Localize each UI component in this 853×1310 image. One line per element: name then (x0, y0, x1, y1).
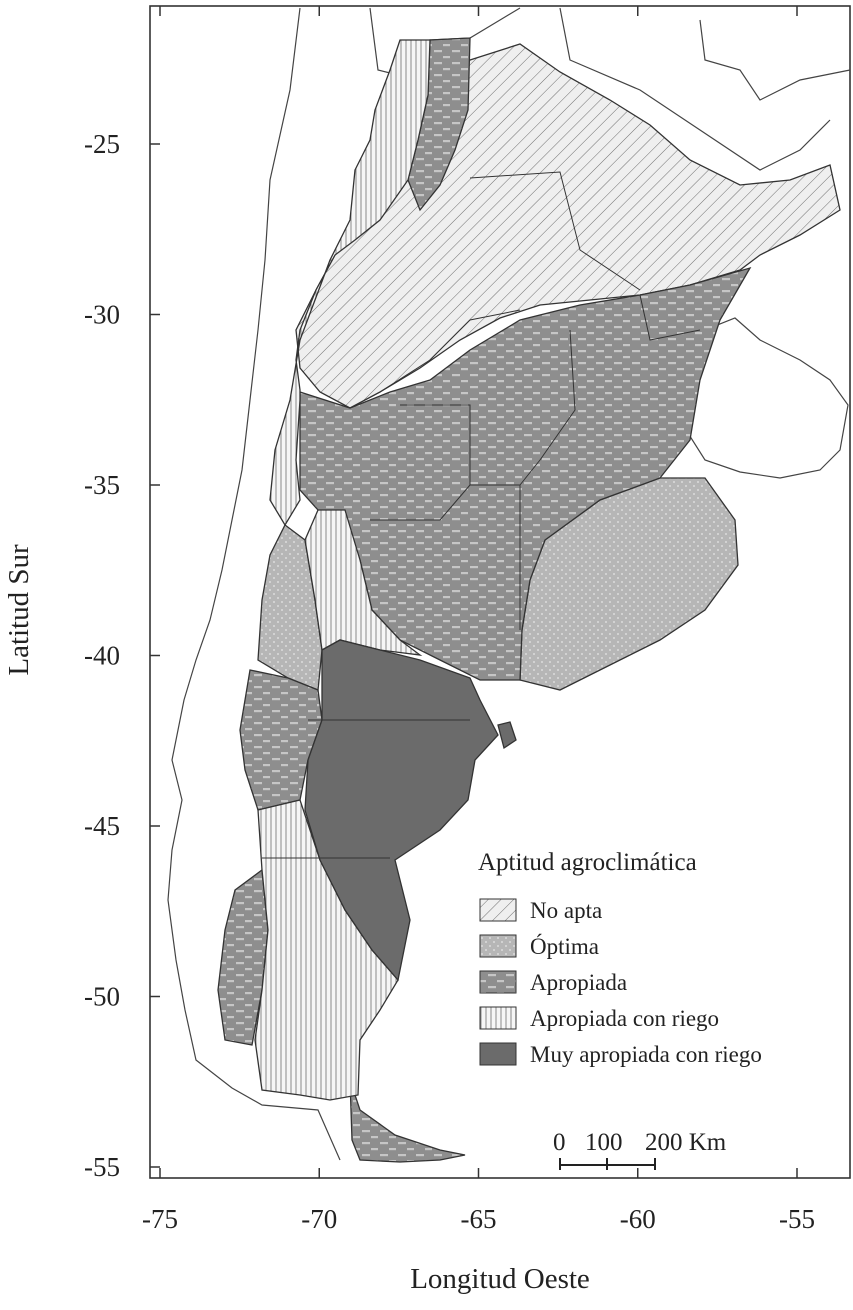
province-boundaries (262, 171, 701, 859)
paraguay-border (559, 7, 831, 171)
aptitude-regions (217, 37, 841, 1163)
legend-label: Apropiada con riego (530, 1006, 719, 1031)
scale-label-0: 0 (553, 1129, 566, 1156)
x-tick-label: -75 (142, 1204, 178, 1234)
legend-swatch-apropiada (479, 970, 517, 994)
scale-label-100: 100 (585, 1129, 623, 1156)
province-line (639, 294, 701, 341)
province-line (519, 329, 576, 486)
region-muy-apropiada-con-riego (304, 639, 499, 982)
y-tick-label: -30 (84, 300, 120, 330)
region-apropiada-tierra-del-fuego (349, 1079, 466, 1163)
scale-label-200: 200 Km (645, 1129, 727, 1156)
province-line (370, 484, 471, 521)
legend-label: No apta (530, 898, 602, 923)
y-tick-label: -25 (84, 129, 120, 159)
brazil-border (699, 19, 851, 101)
legend-title: Aptitud agroclimática (478, 849, 697, 876)
legend-label: Apropiada (530, 970, 627, 995)
x-tick-label: -55 (779, 1204, 815, 1234)
uruguay-outline (685, 317, 849, 479)
legend-swatch-apropiada-riego (479, 1006, 517, 1030)
legend: Aptitud agroclimática No aptaÓptimaAprop… (478, 849, 762, 1067)
y-tick-label: -55 (84, 1152, 120, 1182)
y-tick-label: -35 (84, 470, 120, 500)
y-tick-label: -50 (84, 982, 120, 1012)
x-axis-title: Longitud Oeste (410, 1263, 590, 1295)
province-line (469, 171, 641, 291)
region-apropiada-con-riego-center (304, 509, 423, 656)
legend-label: Óptima (530, 933, 599, 959)
y-axis-title: Latitud Sur (3, 544, 35, 676)
x-tick-label: -65 (461, 1204, 497, 1234)
x-tick-label: -70 (301, 1204, 337, 1234)
peninsula-valdes (497, 721, 517, 750)
x-tick-label: -60 (620, 1204, 656, 1234)
y-axis: -25 -30 -35 -40 -45 -50 -55 (84, 129, 160, 1182)
region-apropiada-con-riego (269, 39, 431, 527)
region-apropiada-west (239, 669, 323, 811)
legend-swatch-no-apta (479, 898, 517, 922)
x-axis: -75 -70 -65 -60 -55 (142, 6, 815, 1234)
y-tick-label: -40 (84, 641, 120, 671)
legend-swatch-optima (479, 934, 517, 958)
province-line (379, 309, 521, 393)
y-tick-label: -45 (84, 811, 120, 841)
scale-bar: 0 100 200 Km (553, 1129, 727, 1170)
legend-label: Muy apropiada con riego (530, 1042, 762, 1067)
legend-swatch-muy-apropiada-riego (479, 1042, 517, 1066)
